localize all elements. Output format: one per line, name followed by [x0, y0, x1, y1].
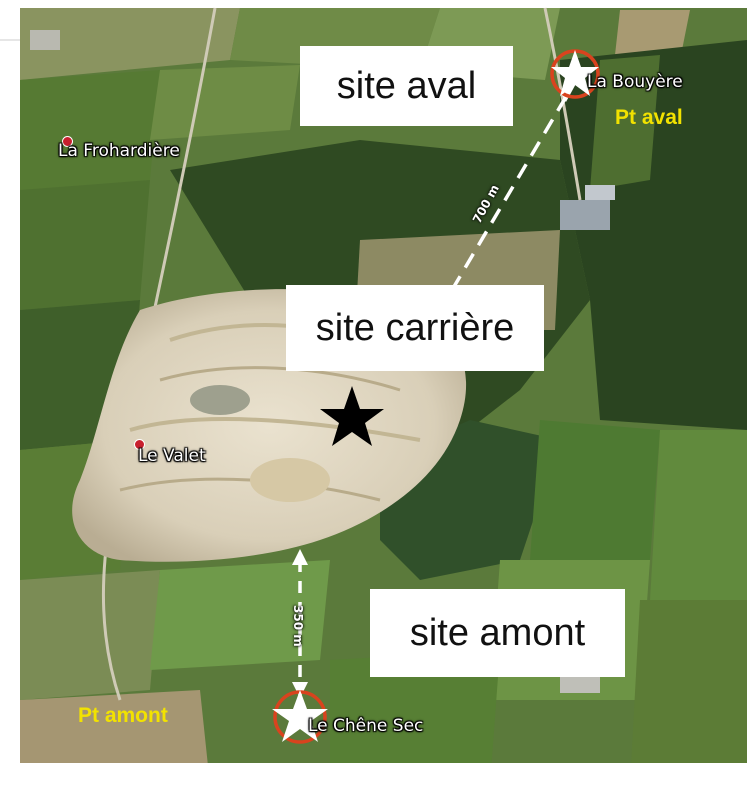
pin-frohardiere — [62, 136, 73, 147]
point-label-aval: Pt aval — [615, 106, 683, 129]
amont-marker — [272, 690, 328, 744]
distance-label-amont: 350 m — [291, 605, 305, 647]
quarry-star-icon — [320, 386, 384, 446]
site-amont-box: site amont — [370, 589, 625, 677]
aval-marker — [550, 49, 600, 99]
place-label-frohardiere: La Frohardière — [58, 141, 180, 161]
place-label-valet: Le Valet — [138, 446, 206, 466]
site-carriere-box: site carrière — [286, 285, 544, 371]
point-label-amont: Pt amont — [78, 704, 168, 727]
place-label-bouyere: La Bouyère — [587, 72, 683, 92]
pin-valet — [134, 439, 145, 450]
place-label-chene-sec: Le Chêne Sec — [308, 716, 424, 736]
site-aval-box: site aval — [300, 46, 513, 126]
